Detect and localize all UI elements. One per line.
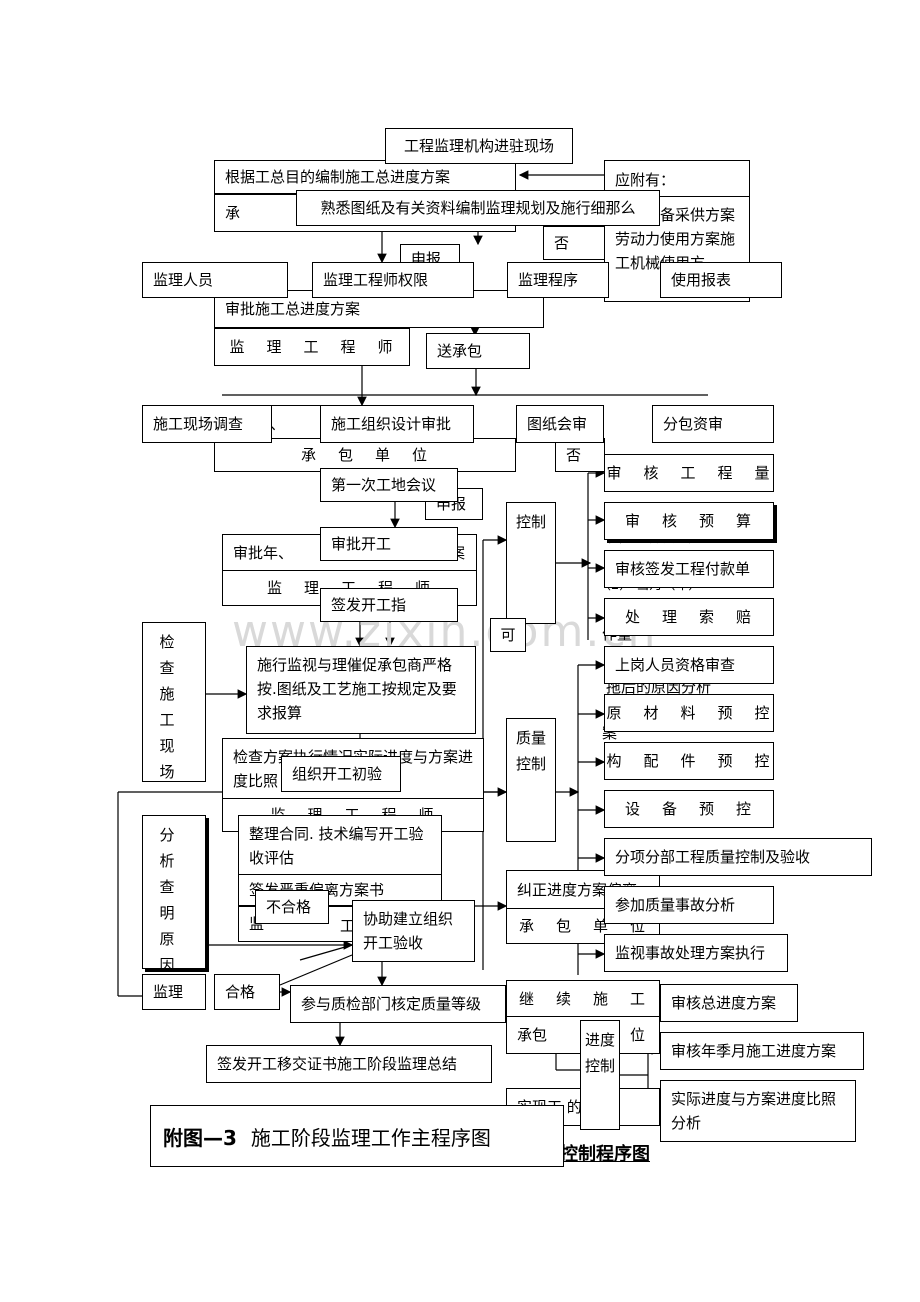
actual-vs-plan-box: 实际进度与方案进度比照分析: [660, 1080, 856, 1142]
personnel-check-box: 上岗人员资格审查: [604, 646, 774, 684]
review-quantity-box: 审核工程量: [604, 454, 774, 492]
engineer-authority-box: 监理工程师权限: [312, 262, 474, 298]
components-box: 构配件预控: [604, 742, 774, 780]
gong-text: 工: [340, 917, 356, 935]
equipment-box: 设备预控: [604, 790, 774, 828]
subitem-quality-box: 分项分部工程质量控制及验收: [604, 838, 872, 876]
enter-site-box: 工程监理机构进驻现场: [385, 128, 573, 164]
organize-inspection-box: 组织开工初验: [281, 756, 401, 792]
check-safety-box: 检查施工现场的平安防护卫: [142, 622, 206, 782]
handle-claims-box: 处理索赔: [604, 598, 774, 636]
supervision-engineer-row: 监理工程师: [214, 328, 410, 366]
no-label-1: 否: [543, 226, 605, 260]
approve-start-box: 审批开工: [320, 527, 458, 561]
pass-label: 合格: [214, 974, 280, 1010]
design-approval-box: 施工组织设计审批: [320, 405, 474, 443]
allow-label: 可: [490, 618, 526, 652]
master-plan-box: 根据工总目的编制施工总进度方案: [214, 160, 516, 194]
caption-label: 附图—3: [163, 1125, 237, 1150]
quality-grade-box: 参与质检部门核定质量等级: [290, 985, 506, 1023]
caption-overflow: 控制程序图: [560, 1144, 650, 1165]
control-box: 控制: [506, 502, 556, 624]
subcontract-review-box: 分包资审: [652, 405, 774, 443]
assist-acceptance-box: 协助建立组织开工验收: [352, 900, 475, 962]
handover-box: 签发开工移交证书施工阶段监理总结: [206, 1045, 492, 1083]
quality-control-box: 质量控制: [506, 718, 556, 842]
drawing-review-box: 图纸会审: [516, 405, 604, 443]
site-survey-box: 施工现场调查: [142, 405, 272, 443]
fail-label: 不合格: [255, 890, 329, 924]
raw-material-box: 原材料预控: [604, 694, 774, 732]
issue-start-order-box: 签发开工指: [320, 588, 458, 622]
study-drawings-box: 熟悉图纸及有关资料编制监理规划及施行细那么: [296, 190, 660, 226]
organize-docs-box: 整理合同. 技术编写开工验收评估: [238, 815, 442, 875]
supervise-accident-box: 监视事故处理方案执行: [604, 934, 788, 972]
use-forms-box: 使用报表: [660, 262, 782, 298]
contractor-unit-row: 承包单位: [214, 438, 516, 472]
accident-analysis-box: 参加质量事故分析: [604, 886, 774, 924]
wei-text: 位: [630, 1026, 646, 1044]
supervise-contractor-box: 施行监视与理催促承包商严格按.图纸及工艺施工按规定及要求报算: [246, 646, 476, 734]
progress-control-box: 进度控制: [580, 1020, 620, 1130]
review-quarter-box: 审核年季月施工进度方案: [660, 1032, 864, 1070]
review-budget-box: 审核预算: [604, 502, 774, 540]
review-total-progress-box: 审核总进度方案: [660, 984, 798, 1022]
continue-construction-box: 继续施工: [506, 980, 660, 1018]
caption-text: 施工阶段监理工作主程序图: [250, 1125, 491, 1150]
review-payment-box: 审核签发工程付款单: [604, 550, 774, 588]
first-meeting-box: 第一次工地会议: [320, 468, 458, 502]
supervisors-box: 监理人员: [142, 262, 288, 298]
supervision-box: 监理: [142, 974, 206, 1010]
no-label-2: 否: [555, 438, 605, 472]
procedure-box: 监理程序: [507, 262, 609, 298]
send-contractor-box: 送承包: [426, 333, 530, 369]
analyze-box: 分析查明原因施行返修返工: [142, 815, 206, 969]
figure-caption: 附图—3 施工阶段监理工作主程序图: [150, 1105, 564, 1167]
